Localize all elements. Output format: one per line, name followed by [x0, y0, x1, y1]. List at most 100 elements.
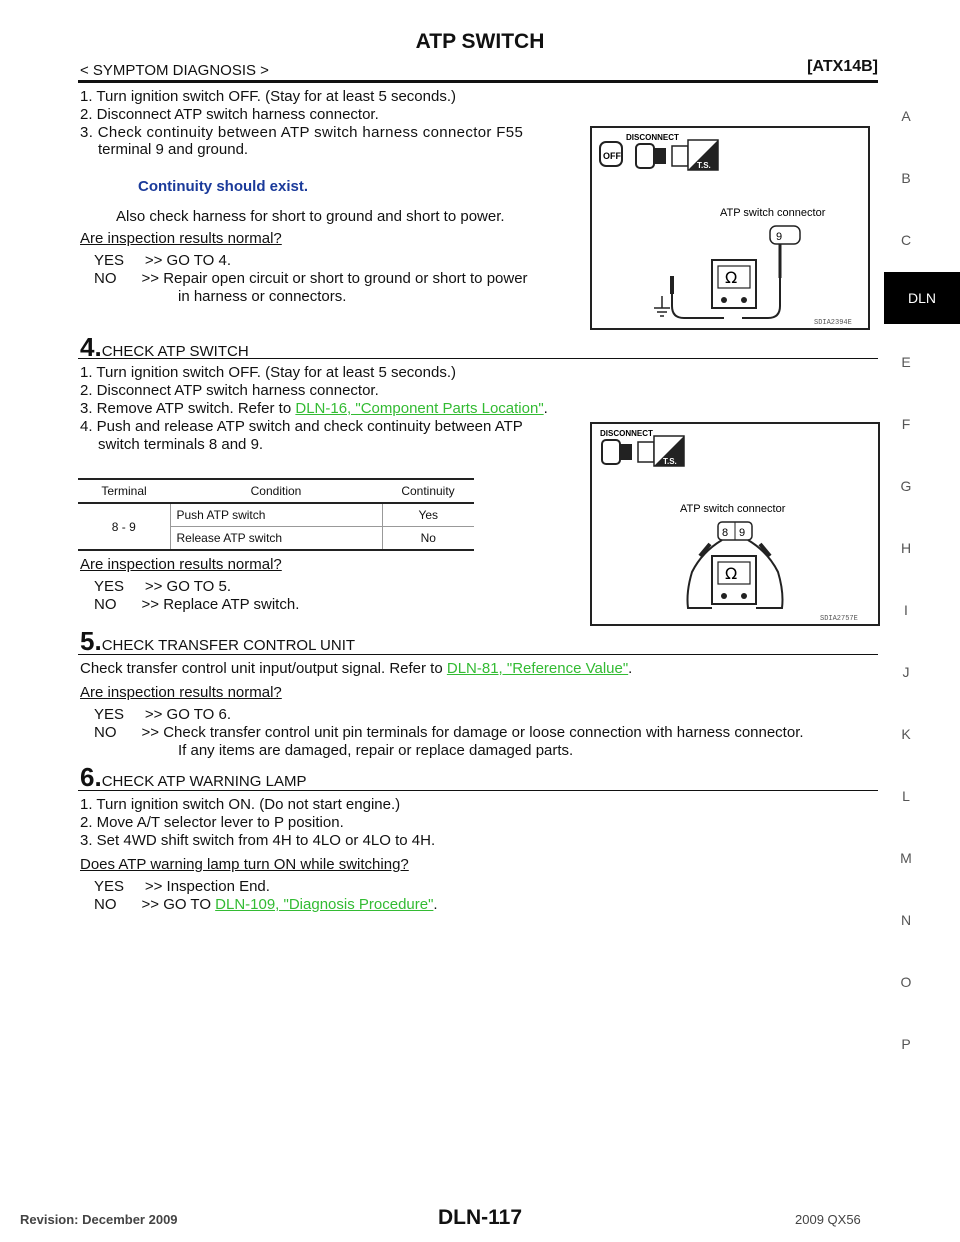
step4-item-4b: switch terminals 8 and 9.: [98, 436, 264, 453]
table-header-row: Terminal Condition Continuity: [78, 479, 474, 503]
ohm-symbol: Ω: [725, 268, 737, 287]
figure-sdia2394e: OFF DISCONNECT T.S. ATP switch connector…: [590, 126, 870, 330]
terminal-8-label: 8: [722, 527, 728, 539]
ts-icon: T.S.: [687, 139, 719, 171]
step4-no: NO >> Replace ATP switch.: [94, 596, 300, 613]
figure-sdia2757e: DISCONNECT T.S. ATP switch connector 8 9…: [590, 422, 880, 626]
ohm-symbol: Ω: [725, 564, 737, 583]
step6-item-1: 1. Turn ignition switch ON. (Do not star…: [80, 796, 401, 813]
step5-number: 5.: [80, 626, 102, 656]
step5-no: NO >> Check transfer control unit pin te…: [94, 724, 804, 741]
step4-item-3: 3. Remove ATP switch. Refer to DLN-16, "…: [80, 400, 548, 417]
side-index-e[interactable]: E: [901, 354, 911, 370]
step4-item-1: 1. Turn ignition switch OFF. (Stay for a…: [80, 364, 456, 381]
step4-heading: 4.CHECK ATP SWITCH: [80, 332, 249, 363]
side-index-b[interactable]: B: [901, 170, 911, 186]
step4-question: Are inspection results normal?: [80, 556, 282, 573]
side-index-j[interactable]: J: [902, 664, 910, 680]
step3-yes: YES >> GO TO 4.: [94, 252, 232, 269]
step6-item-3: 3. Set 4WD shift switch from 4H to 4LO o…: [80, 832, 436, 849]
step6-question: Does ATP warning lamp turn ON while swit…: [80, 856, 409, 873]
step5-body-text: Check transfer control unit input/output…: [80, 660, 447, 677]
side-index-o[interactable]: O: [900, 974, 912, 990]
figure-id: SDIA2757E: [820, 615, 858, 623]
side-index-a[interactable]: A: [901, 108, 911, 124]
step3-note: Also check harness for short to ground a…: [116, 208, 505, 225]
link-diagnosis-procedure[interactable]: DLN-109, "Diagnosis Procedure": [215, 896, 434, 913]
step6-title: CHECK ATP WARNING LAMP: [101, 773, 307, 790]
connector-icon: 9: [769, 225, 801, 245]
side-index-c[interactable]: C: [900, 232, 912, 248]
ohmmeter-icon: Ω: [711, 259, 757, 309]
side-index-m[interactable]: M: [900, 850, 912, 866]
disconnect-icon: DISCONNECT: [626, 133, 689, 169]
step5-title: CHECK TRANSFER CONTROL UNIT: [101, 637, 356, 654]
step3-item-2: 2. Disconnect ATP switch harness connect…: [80, 106, 379, 123]
side-index-l[interactable]: L: [902, 788, 910, 804]
side-index-h[interactable]: H: [900, 540, 912, 556]
link-reference-value[interactable]: DLN-81, "Reference Value": [446, 660, 629, 677]
side-index-p[interactable]: P: [901, 1036, 911, 1052]
step6-number: 6.: [80, 762, 102, 792]
ts-icon: T.S.: [653, 435, 685, 467]
terminal-9-label: 9: [776, 231, 782, 243]
step4-yes: YES >> GO TO 5.: [94, 578, 232, 595]
step4-title: CHECK ATP SWITCH: [101, 343, 249, 360]
table-cell-condition: Release ATP switch: [170, 526, 383, 550]
switch-continuity-diagram: DISCONNECT T.S. ATP switch connector 8 9…: [600, 429, 858, 623]
side-index-k[interactable]: K: [901, 726, 911, 742]
step4-number: 4.: [80, 332, 102, 362]
connector-icon: 8 9: [717, 521, 753, 541]
table-cell-continuity: No: [420, 531, 436, 545]
disconnect-label: DISCONNECT: [600, 429, 653, 438]
ts-label: T.S.: [697, 161, 711, 170]
step6-yes: YES >> Inspection End.: [94, 878, 270, 895]
step6-rule: [78, 790, 878, 791]
ground-check-diagram: OFF DISCONNECT T.S. ATP switch connector…: [599, 133, 852, 327]
step5-no-cont: If any items are damaged, repair or repl…: [178, 742, 574, 759]
step4-item-2: 2. Disconnect ATP switch harness connect…: [80, 382, 379, 399]
figure-id: SDIA2394E: [814, 319, 852, 327]
off-label: OFF: [603, 151, 621, 161]
connector-label: ATP switch connector: [680, 503, 786, 515]
disconnect-icon: DISCONNECT: [600, 429, 655, 465]
page-number: DLN-117: [437, 1206, 523, 1229]
step5-rule: [78, 654, 878, 655]
footer-revision: Revision: December 2009: [20, 1212, 178, 1227]
step6-no-text: NO >> GO TO: [94, 896, 216, 913]
breadcrumb: < SYMPTOM DIAGNOSIS >: [80, 62, 269, 79]
side-index-i[interactable]: I: [904, 602, 908, 618]
table-header-continuity: Continuity: [401, 484, 455, 498]
link-component-parts-location[interactable]: DLN-16, "Component Parts Location": [295, 400, 544, 417]
spec-continuity: Continuity should exist.: [138, 178, 309, 195]
side-index-dln-tab[interactable]: DLN: [884, 272, 960, 324]
step3-no-cont: in harness or connectors.: [178, 288, 347, 305]
terminal-9-label: 9: [739, 527, 745, 539]
table-row: Release ATP switch No: [78, 526, 474, 550]
step4-item-4: 4. Push and release ATP switch and check…: [80, 418, 523, 435]
step3-item-3b: terminal 9 and ground.: [98, 141, 249, 158]
step3-item-1: 1. Turn ignition switch OFF. (Stay for a…: [80, 88, 456, 105]
continuity-table: Terminal Condition Continuity 8 - 9 Push…: [78, 478, 474, 551]
step5-heading: 5.CHECK TRANSFER CONTROL UNIT: [80, 626, 355, 657]
ts-label: T.S.: [663, 457, 677, 466]
table-header-condition: Condition: [250, 484, 302, 498]
disconnect-label: DISCONNECT: [626, 133, 679, 142]
side-index-n[interactable]: N: [900, 912, 912, 928]
step3-item-3: 3. Check continuity between ATP switch h…: [80, 124, 524, 141]
step3-no: NO >> Repair open circuit or short to gr…: [94, 270, 528, 287]
ignition-off-icon: OFF: [599, 141, 623, 167]
ground-icon: [654, 296, 670, 317]
step5-yes: YES >> GO TO 6.: [94, 706, 232, 723]
page-title: ATP SWITCH: [415, 30, 545, 53]
side-index-g[interactable]: G: [900, 478, 912, 494]
step4-item-3-text: 3. Remove ATP switch. Refer to: [80, 400, 296, 417]
step3-question: Are inspection results normal?: [80, 230, 282, 247]
step4-rule: [78, 358, 878, 359]
table-cell-condition: Push ATP switch: [170, 503, 383, 527]
side-index-f[interactable]: F: [901, 416, 911, 432]
ohmmeter-icon: Ω: [711, 555, 757, 605]
header-rule: [78, 80, 878, 83]
section-code: [ATX14B]: [807, 58, 878, 75]
table-row: 8 - 9 Push ATP switch Yes: [78, 503, 474, 551]
